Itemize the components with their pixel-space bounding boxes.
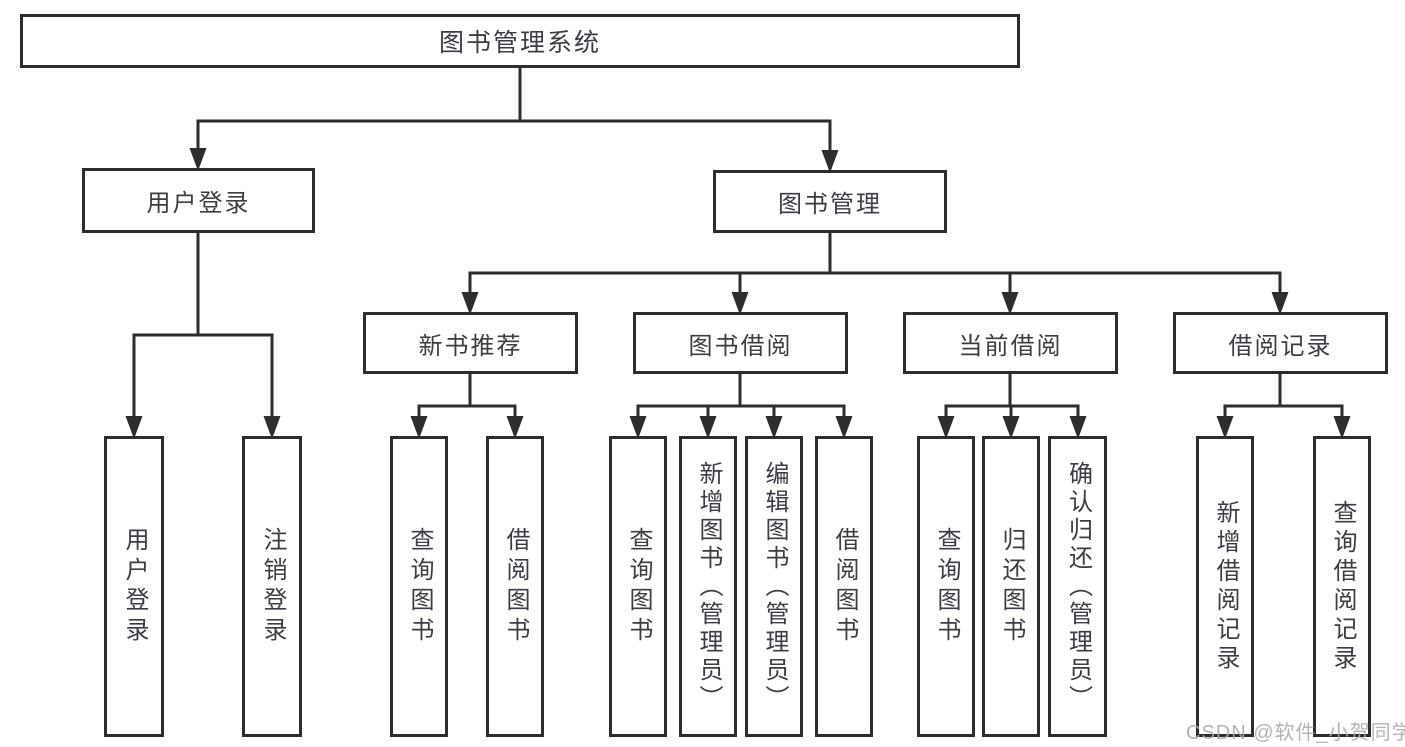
leaf-current-return-books: 归还图书 xyxy=(982,436,1040,737)
node-label: 新增借阅记录 xyxy=(1212,499,1239,674)
node-label: 借阅记录 xyxy=(1228,332,1333,360)
node-label: 用户登录 xyxy=(146,190,251,217)
leaf-borrow-add-books-admin: 新增图书（管理员） xyxy=(679,436,737,737)
node-label: 确认归还（管理员） xyxy=(1064,460,1092,713)
node-borrow-records: 借阅记录 xyxy=(1173,312,1388,374)
leaf-records-add: 新增借阅记录 xyxy=(1196,436,1254,737)
leaf-logout: 注销登录 xyxy=(242,436,302,737)
node-label: 图书管理 xyxy=(778,191,882,218)
node-label: 借阅图书 xyxy=(831,526,858,647)
leaf-borrow-query-books: 查询图书 xyxy=(609,436,667,737)
node-label: 新增图书（管理员） xyxy=(695,460,722,713)
node-label: 图书借阅 xyxy=(688,332,793,360)
leaf-user-login: 用户登录 xyxy=(104,436,164,737)
node-label: 新书推荐 xyxy=(418,332,523,360)
leaf-newbook-query-books: 查询图书 xyxy=(390,436,448,737)
leaf-current-confirm-return-admin: 确认归还（管理员） xyxy=(1048,436,1107,737)
leaf-borrow-borrow-books: 借阅图书 xyxy=(815,436,873,737)
node-new-book-recommend: 新书推荐 xyxy=(363,312,578,374)
node-book-management: 图书管理 xyxy=(713,170,947,233)
node-user-login: 用户登录 xyxy=(82,168,315,233)
node-label: 用户登录 xyxy=(121,526,148,647)
csdn-watermark: CSDN @软件_小贺同学 xyxy=(1186,722,1405,744)
leaf-borrow-edit-books-admin: 编辑图书（管理员） xyxy=(745,436,803,737)
node-label: 当前借阅 xyxy=(958,332,1063,360)
node-book-borrow: 图书借阅 xyxy=(633,312,848,374)
node-label: 编辑图书（管理员） xyxy=(761,460,788,713)
node-library-management-system: 图书管理系统 xyxy=(20,14,1020,68)
node-label: 查询图书 xyxy=(933,526,960,647)
node-label: 归还图书 xyxy=(998,526,1025,647)
connector-paths xyxy=(132,68,1344,418)
node-label: 查询图书 xyxy=(625,526,652,647)
node-label: 借阅图书 xyxy=(502,526,529,647)
leaf-newbook-borrow-books: 借阅图书 xyxy=(486,436,544,737)
node-current-borrow: 当前借阅 xyxy=(903,312,1118,374)
leaf-records-query: 查询借阅记录 xyxy=(1313,436,1371,737)
node-label: 图书管理系统 xyxy=(438,29,601,57)
node-label: 查询图书 xyxy=(406,526,433,647)
node-label: 注销登录 xyxy=(259,526,286,647)
node-label: 查询借阅记录 xyxy=(1329,499,1356,674)
leaf-current-query-books: 查询图书 xyxy=(917,436,975,737)
